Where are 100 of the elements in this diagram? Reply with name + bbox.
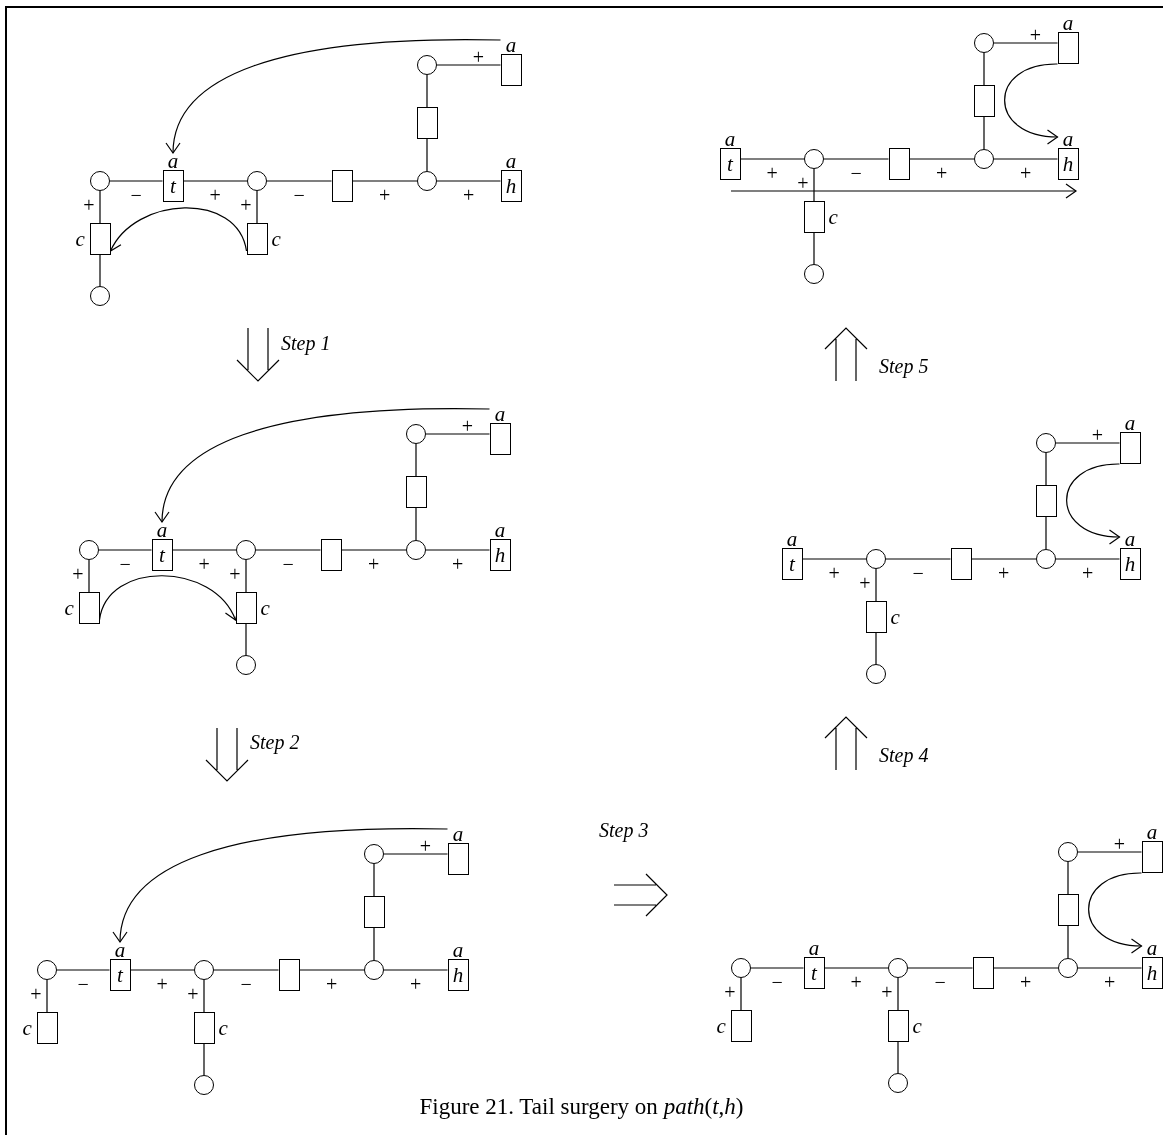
step-label: Step 2 (250, 731, 300, 753)
circle-node (37, 960, 57, 980)
connector-line (182, 180, 248, 182)
circle-node (731, 958, 751, 978)
connector-line (740, 977, 742, 1011)
edge-label: + (229, 567, 241, 581)
circle-node (804, 264, 824, 284)
node-label: a (786, 531, 798, 548)
circle-node (247, 171, 267, 191)
rectangle-node (331, 170, 353, 202)
connector-line (171, 549, 237, 551)
connector-line (203, 1043, 205, 1076)
connector-line (823, 967, 889, 969)
node-label: a (1146, 824, 1158, 841)
circle-node (1036, 433, 1056, 453)
connector-line (897, 1041, 899, 1074)
connector-line (993, 158, 1059, 160)
node-label: a (1146, 940, 1158, 957)
curved-arrow (166, 39, 502, 154)
connector-line (383, 969, 449, 971)
edge-label: + (724, 985, 736, 999)
edge-label: + (461, 419, 474, 433)
connector-line (266, 180, 333, 182)
node-label: a (494, 406, 506, 423)
rectangle-node (235, 592, 257, 624)
connector-line (436, 180, 502, 182)
edge-label: − (934, 975, 946, 989)
edge-label: + (828, 566, 840, 580)
connector-line (426, 138, 428, 172)
edge-label: + (368, 557, 380, 571)
curved-arrow (1088, 872, 1143, 953)
node-label: a (808, 940, 820, 957)
step-label: Step 5 (879, 355, 929, 377)
edge-label: − (130, 188, 142, 202)
circle-node (79, 540, 99, 560)
labeled-rectangle: t (151, 539, 173, 571)
connector-line (983, 52, 985, 86)
connector-line (739, 158, 805, 160)
edge-label: + (1082, 566, 1094, 580)
curved-arrow (109, 207, 248, 252)
circle-node (866, 664, 886, 684)
connector-line (415, 507, 417, 541)
edge-label: − (912, 566, 924, 580)
edge-label: + (936, 166, 948, 180)
connector-line (885, 558, 952, 560)
connector-line (98, 549, 153, 551)
connector-line (351, 180, 418, 182)
circle-node (888, 1073, 908, 1093)
edge-label: − (771, 975, 783, 989)
edge-label: + (1029, 28, 1042, 42)
edge-label: − (119, 557, 131, 571)
connector-line (99, 254, 101, 287)
edge-label: + (83, 198, 95, 212)
node-label: a (505, 153, 517, 170)
connector-line (383, 853, 449, 855)
connector-line (1045, 452, 1047, 486)
labeled-rectangle: h (1057, 148, 1079, 180)
rectangle-node (888, 148, 910, 180)
node-label: a (114, 942, 126, 959)
rectangle-node (730, 1010, 752, 1042)
edge-label: + (326, 977, 338, 991)
node-label: c (64, 598, 74, 618)
connector-line (213, 969, 280, 971)
circle-node (364, 960, 384, 980)
connector-line (813, 232, 815, 265)
step-label: Step 3 (599, 819, 649, 841)
connector-line (1055, 558, 1121, 560)
node-label: a (1062, 131, 1074, 148)
connector-line (875, 568, 877, 602)
edge-label: + (410, 977, 422, 991)
connector-line (875, 632, 877, 665)
edge-label: + (1091, 428, 1104, 442)
circle-node (417, 171, 437, 191)
rectangle-node (416, 107, 438, 139)
node-label: a (167, 153, 179, 170)
circle-node (194, 1075, 214, 1095)
edge-label: − (240, 977, 252, 991)
connector-line (750, 967, 805, 969)
rectangle-node (1035, 485, 1057, 517)
rectangle-node (89, 223, 111, 255)
connector-line (256, 190, 258, 224)
connector-line (129, 969, 195, 971)
circle-node (406, 540, 426, 560)
node-label: c (828, 207, 838, 227)
edge-label: + (472, 50, 485, 64)
node-label: c (716, 1016, 726, 1036)
rectangle-node (78, 592, 100, 624)
rectangle-node (320, 539, 342, 571)
connector-line (425, 433, 491, 435)
rectangle-node (972, 957, 994, 989)
connector-line (298, 969, 365, 971)
step-label: Step 1 (281, 332, 331, 354)
circle-node (194, 960, 214, 980)
node-label: a (1062, 15, 1074, 32)
connector-line (970, 558, 1037, 560)
step-label: Step 4 (879, 744, 929, 766)
edge-label: + (859, 576, 871, 590)
node-label: c (22, 1018, 32, 1038)
connector-line (415, 443, 417, 477)
labeled-rectangle: t (719, 148, 741, 180)
